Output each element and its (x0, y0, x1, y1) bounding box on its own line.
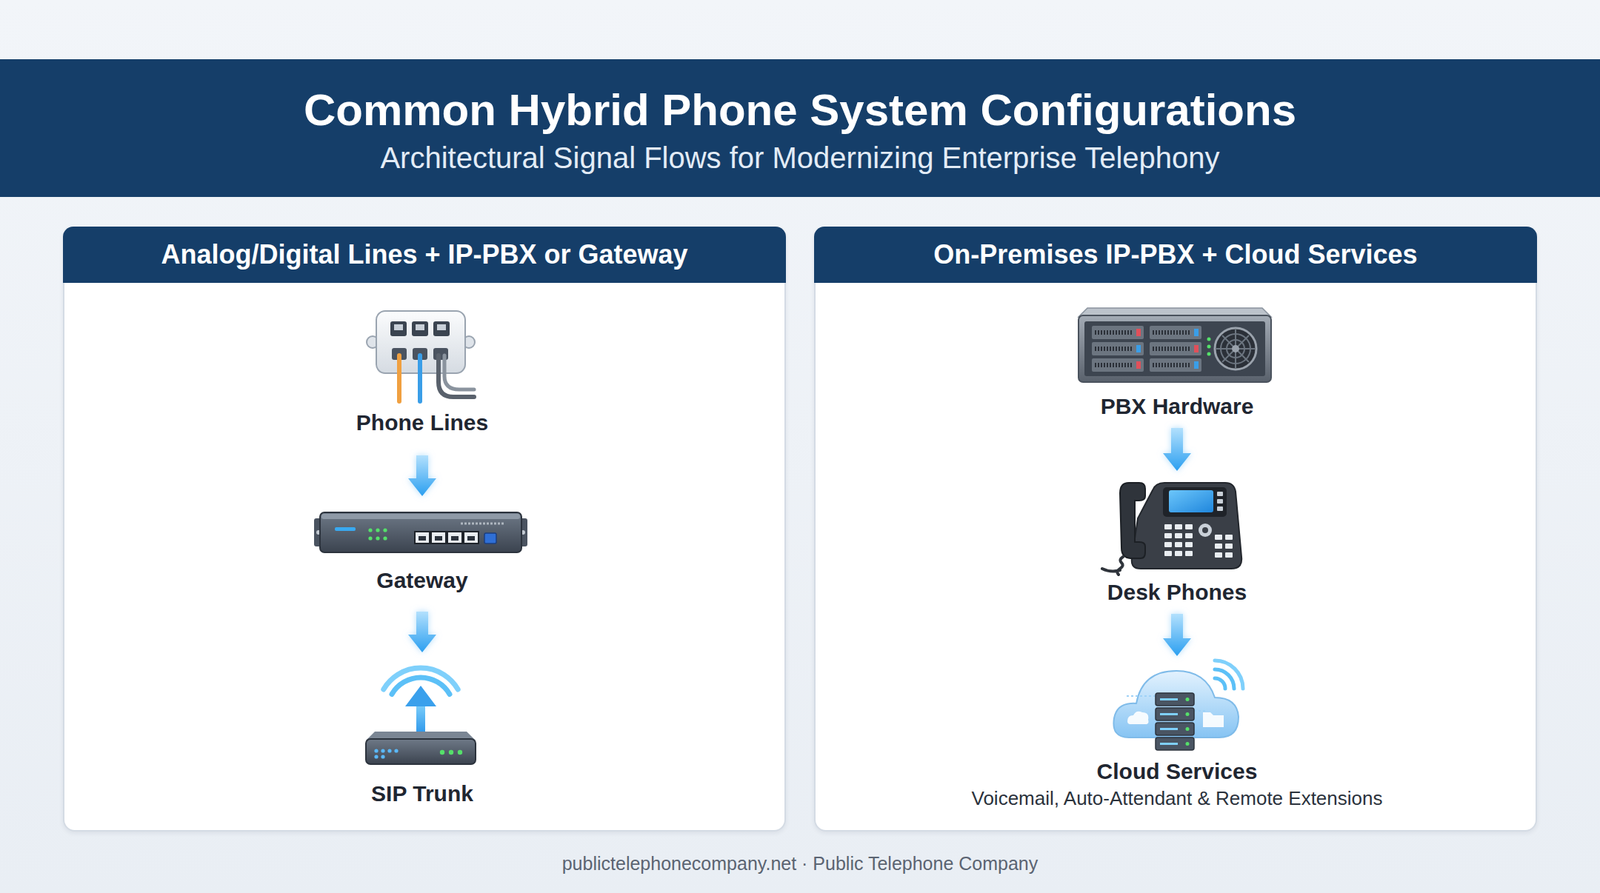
flow-node: Cloud ServicesVoicemail, Auto-Attendant … (888, 656, 1466, 817)
header-band: Common Hybrid Phone System Configuration… (0, 59, 1600, 198)
flow-node: Desk Phones (1043, 471, 1311, 615)
node-label: Desk Phones (1107, 579, 1247, 606)
node-label: PBX Hardware (1100, 393, 1255, 420)
panel-heading: Analog/Digital Lines + IP-PBX or Gateway (62, 226, 786, 283)
node-label: SIP Trunk (371, 780, 474, 808)
flow-node: SIP Trunk (288, 652, 556, 813)
panel-box: On-Premises IP-PBX + Cloud ServicesPBX H… (814, 226, 1538, 832)
node-label: Cloud Services (1097, 758, 1258, 786)
subtitle: Architectural Signal Flows for Modernizi… (0, 140, 1600, 176)
panel-heading: On-Premises IP-PBX + Cloud Services (814, 226, 1538, 283)
flow-node: PBX Hardware (1043, 297, 1311, 429)
panel-box: Analog/Digital Lines + IP-PBX or Gateway… (62, 226, 786, 832)
flow-node: Gateway (288, 496, 556, 612)
node-description: Voicemail, Auto-Attendant & Remote Exten… (971, 786, 1383, 811)
footer-note: publictelephonecompany.net · Public Tele… (0, 851, 1600, 876)
node-label: Phone Lines (356, 409, 489, 437)
node-label: Gateway (376, 567, 468, 595)
diagram-title: Common Hybrid Phone System Configuration… (0, 83, 1600, 138)
flow-node: Phone Lines (288, 301, 556, 456)
